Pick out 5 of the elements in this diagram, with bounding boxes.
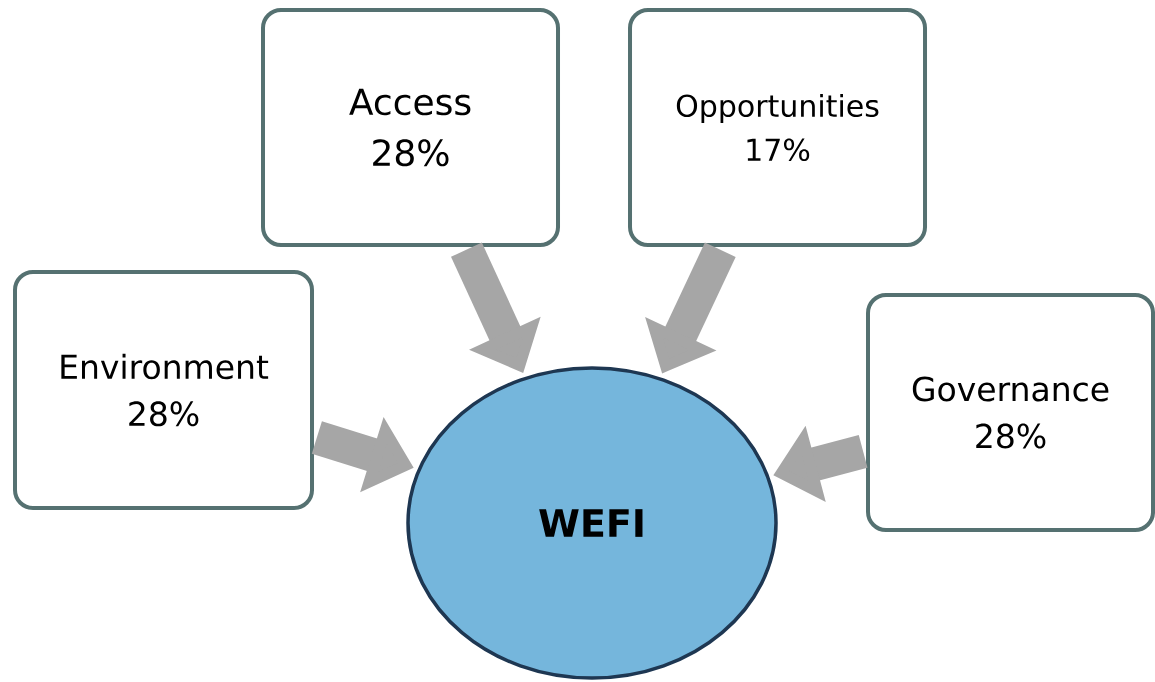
rounded-box: Environment 28% [13,270,314,510]
rounded-box: Opportunities 17% [628,8,927,247]
ellipse-node: WEFI [406,366,778,680]
rounded-box: Access 28% [261,8,560,247]
rounded-box: Governance 28% [866,293,1155,532]
